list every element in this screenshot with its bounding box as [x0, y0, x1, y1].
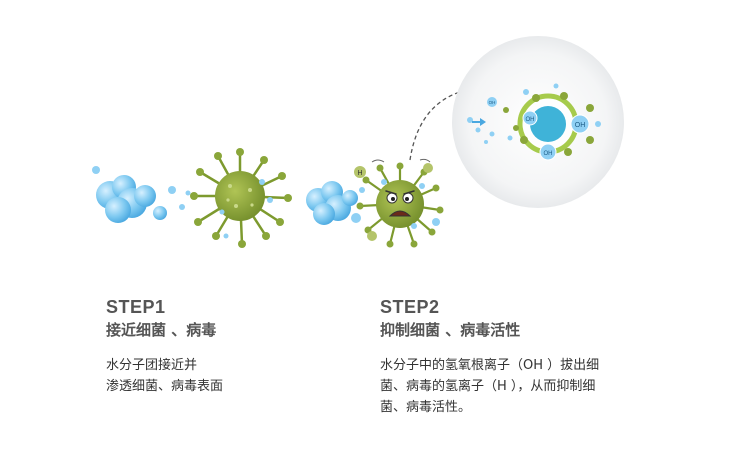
oh-label-3: OH — [544, 151, 553, 157]
step1-description: 水分子团接近并 渗透细菌、病毒表面 — [106, 355, 346, 397]
ions-around-virus-step2: H — [354, 158, 440, 241]
step2-description: 水分子中的氢氧根离子（OH ）拔出细 菌、病毒的氢离子（H ），从而抑制细 菌、… — [380, 355, 680, 418]
oh-molecule-3: OH — [539, 143, 557, 161]
step2-title: 抑制细菌 、病毒活性 — [380, 321, 521, 339]
step1-label: STEP1 — [106, 297, 166, 317]
step2-desc-line: 水分子中的氢氧根离子（OH ）拔出细 — [380, 358, 600, 373]
oh-molecule-4: OH — [487, 97, 497, 107]
water-cluster-step1 — [92, 166, 191, 223]
oh-label-4: OH — [489, 100, 496, 105]
step1-desc-line: 渗透细菌、病毒表面 — [106, 379, 224, 394]
illustration: H OH OH OH — [92, 36, 624, 248]
step1-desc-line: 水分子团接近并 — [106, 358, 198, 373]
virus-step1 — [190, 148, 292, 248]
oh-label-2: OH — [575, 122, 586, 129]
water-cluster-step2 — [306, 181, 365, 225]
oh-label-1: OH — [526, 117, 535, 123]
step1-block: STEP1 接近细菌 、病毒 水分子团接近并 渗透细菌、病毒表面 — [106, 296, 346, 397]
step2-label: STEP2 — [380, 297, 440, 317]
step2-desc-line: 菌、病毒的氢离子（H ），从而抑制细 — [380, 379, 596, 394]
virus-step2 — [356, 162, 444, 248]
water-drops-on-virus-step1 — [219, 179, 273, 239]
oh-molecule-2: OH — [570, 114, 590, 134]
step1-title: 接近细菌 、病毒 — [106, 321, 217, 339]
step2-block: STEP2 抑制细菌 、病毒活性 水分子中的氢氧根离子（OH ）拔出细 菌、病毒… — [380, 296, 680, 418]
oh-molecule-1: OH — [522, 110, 538, 126]
h-ion-label: H — [357, 170, 362, 177]
zoom-detail-circle: OH OH OH OH — [452, 36, 624, 208]
step2-desc-line: 菌、病毒活性。 — [380, 400, 472, 415]
